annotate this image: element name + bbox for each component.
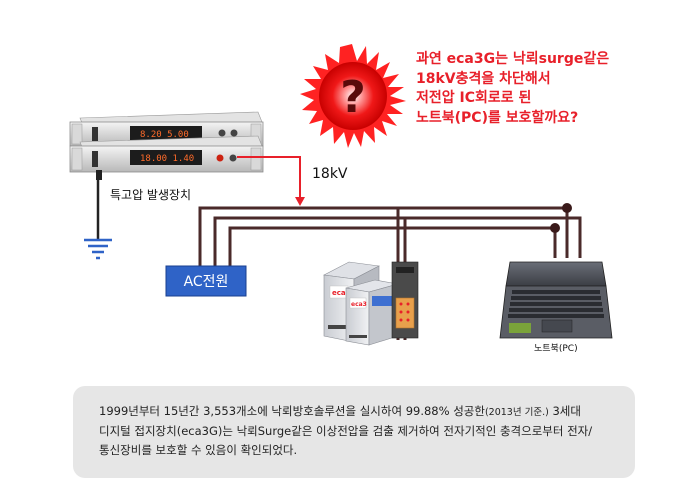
- svg-text:8.20 5.00: 8.20 5.00: [140, 130, 189, 140]
- laptop-label: 노트북(PC): [534, 344, 578, 354]
- question-burst-icon: ?: [300, 44, 406, 148]
- caption-box: 1999년부터 15년간 3,553개소에 낙뢰방호솔루션을 실시하여 99.8…: [73, 386, 635, 478]
- ground-symbol-icon: [84, 180, 112, 260]
- laptop-icon: [499, 261, 613, 339]
- svg-text:eca: eca: [332, 289, 346, 297]
- junction-dot-1: [562, 203, 572, 213]
- svg-text:eca3: eca3: [351, 301, 367, 308]
- question-line-2: 18kV충격을 차단해서: [416, 70, 551, 87]
- surge-output-wire: [237, 156, 305, 206]
- connection-wires: [198, 206, 582, 340]
- caption-line-1-end: 3세대: [548, 404, 581, 418]
- svg-text:18.00 1.40: 18.00 1.40: [140, 154, 194, 164]
- caption-line-1-note: (2013년 기준.): [484, 407, 549, 418]
- caption-text: 1999년부터 15년간 3,553개소에 낙뢰방호솔루션을 실시하여 99.8…: [99, 402, 619, 460]
- high-voltage-generator: 8.20 5.00 18.00 1.40: [69, 111, 264, 180]
- ac-power-box: [165, 265, 247, 297]
- caption-line-3: 통신장비를 보호할 수 있음이 확인되었다.: [99, 443, 298, 457]
- question-line-1: 과연 eca3G는 낙뢰surge같은: [416, 51, 610, 67]
- caption-line-2: 디지털 접지장치(eca3G)는 낙뢰Surge같은 이상전압을 검출 제거하여…: [99, 424, 593, 438]
- question-mark-glyph: ?: [340, 72, 366, 123]
- eca3g-device: eca eca3: [323, 261, 419, 346]
- question-line-4: 노트북(PC)를 보호할까요?: [416, 109, 579, 126]
- voltage-label: 18kV: [312, 166, 348, 182]
- caption-line-1: 1999년부터 15년간 3,553개소에 낙뢰방호솔루션을 실시하여 99.8…: [99, 402, 619, 422]
- caption-line-1-main: 1999년부터 15년간 3,553개소에 낙뢰방호솔루션을 실시하여 99.8…: [99, 404, 485, 418]
- generator-label: 특고압 발생장치: [110, 188, 192, 202]
- question-text: 과연 eca3G는 낙뢰surge같은 18kV충격을 차단해서 저전압 IC회…: [416, 50, 686, 128]
- junction-dot-2: [550, 223, 560, 233]
- ac-power-label: AC전원: [183, 274, 229, 290]
- question-line-3: 저전압 IC회로로 된: [416, 90, 532, 106]
